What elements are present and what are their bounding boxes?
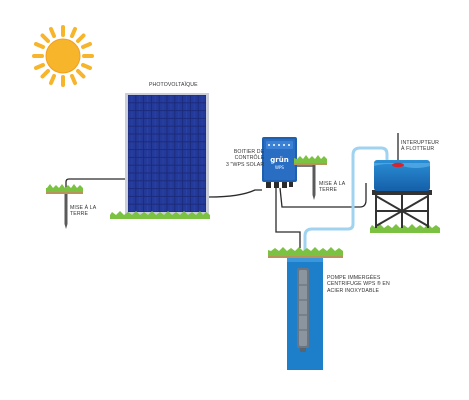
label-photovoltaic-text: PHOTOVOLTAÏQUE [149, 82, 198, 88]
solar-panel [125, 93, 209, 215]
water-tank [372, 160, 432, 228]
controller-box: grün WPS [262, 137, 297, 188]
controller-brand-logo: grün [270, 156, 288, 164]
label-ground-left-line-1: MISE À LA [70, 205, 97, 211]
label-pump-line-2: CENTRIFUGE WPS ® EN [327, 281, 390, 288]
label-photovoltaic: PHOTOVOLTAÏQUE [149, 82, 198, 88]
controller-model: WPS [275, 165, 284, 170]
label-pump-line-3: ACIER INOXYDABLE [327, 287, 380, 294]
label-ground-right-line-2: TERRE [319, 187, 338, 194]
label-controller-line-3: 3 "WPS SOLAR [226, 161, 265, 168]
sun-icon [32, 25, 94, 87]
ground-rod-icon [312, 165, 316, 200]
soil-strips [46, 163, 343, 258]
label-ground-left: MISE À LA TERRE [70, 205, 96, 218]
label-float-switch-line-1: INTERUPTEUR [401, 140, 439, 146]
label-ground-right-line-1: MISE À LA [319, 181, 346, 187]
label-float-switch-line-2: À FLOTTEUR [401, 146, 435, 153]
label-ground-left-line-2: TERRE [70, 211, 89, 218]
grass-patches [46, 155, 440, 256]
label-controller-line-2: CONTRÔLE [234, 155, 265, 162]
label-ground-right: MISE À LA TERRE [319, 181, 345, 194]
submersible-pump [297, 268, 309, 352]
label-controller: BOITIER DE CONTRÔLE 3 "WPS SOLAR [226, 149, 264, 168]
label-controller-line-1: BOITIER DE [233, 149, 265, 155]
label-pump: POMPE IMMERGÉES CENTRIFUGE WPS ® EN ACIE… [327, 275, 390, 294]
water-pipe [303, 146, 389, 254]
label-float-switch: INTERUPTEUR À FLOTTEUR [401, 140, 439, 153]
label-pump-line-1: POMPE IMMERGÉES [327, 275, 381, 281]
ground-rod-icon [64, 194, 68, 229]
